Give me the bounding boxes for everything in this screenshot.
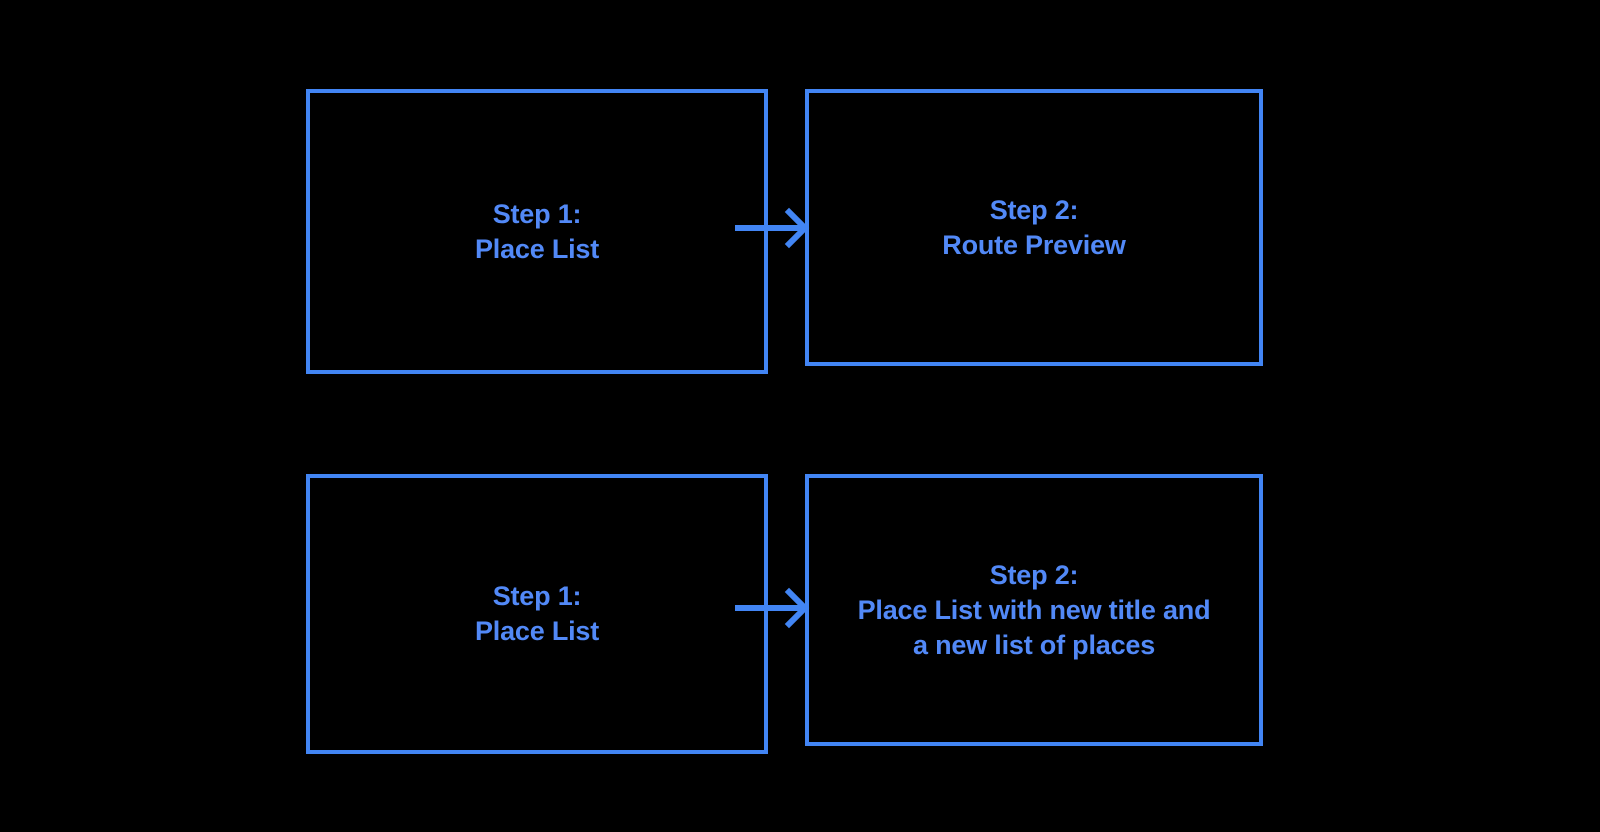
flow-box-label: Step 1: Place List (474, 581, 600, 646)
flow-box-label: Step 1: Place List (474, 198, 600, 264)
flow-box-step1-bottom[interactable]: Step 1: Place List (306, 474, 768, 754)
flow-box-step2-top[interactable]: Step 2: Route Preview (805, 89, 1263, 366)
flow-box-label: Step 2: Place List with new title and a … (857, 559, 1211, 660)
flow-box-step2-bottom[interactable]: Step 2: Place List with new title and a … (805, 474, 1263, 746)
flow-box-step1-top[interactable]: Step 1: Place List (306, 89, 768, 374)
flow-box-label: Step 2: Route Preview (942, 194, 1126, 260)
